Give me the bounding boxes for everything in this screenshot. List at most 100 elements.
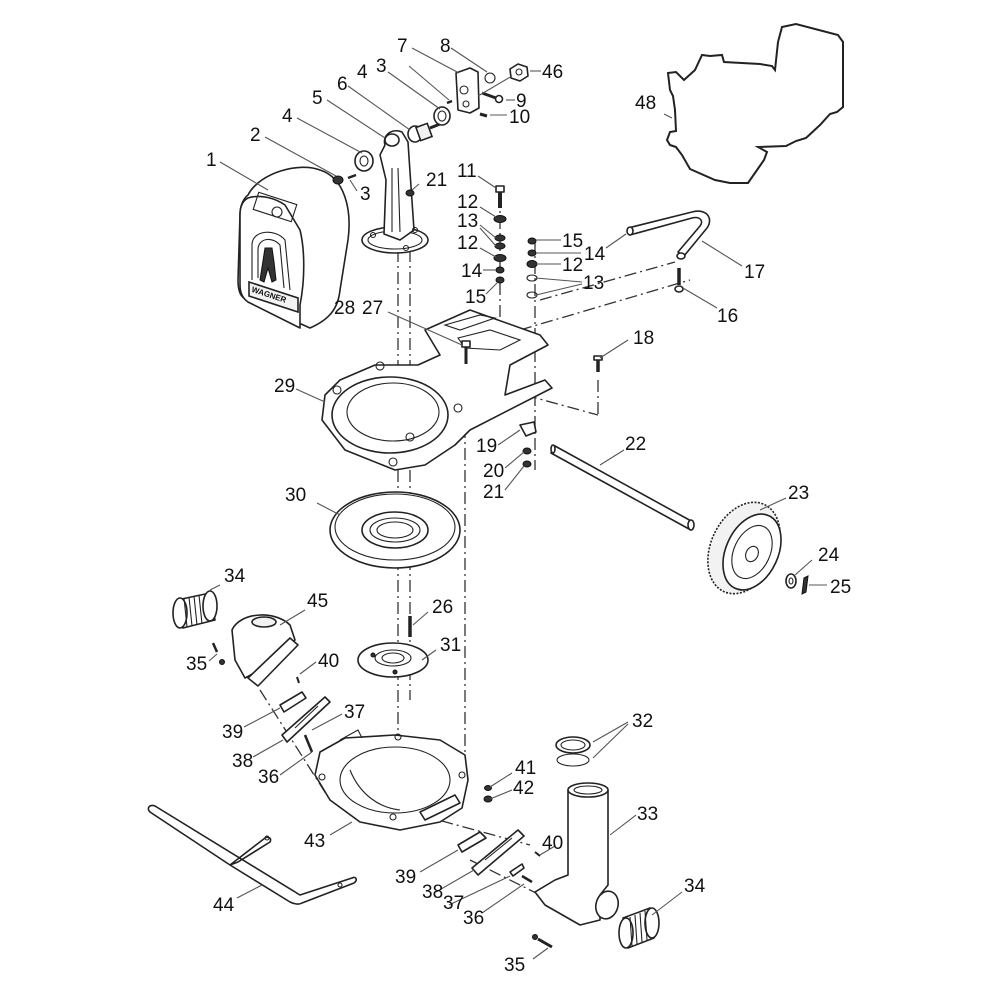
callout-12: 12 — [457, 192, 478, 213]
callout-3: 3 — [360, 184, 371, 205]
callout-43: 43 — [304, 831, 325, 852]
leader-lines — [208, 47, 827, 960]
gasket-39-left — [279, 691, 307, 713]
callout-3: 3 — [376, 56, 387, 77]
callout-25: 25 — [830, 577, 851, 598]
callout-13: 13 — [583, 273, 604, 294]
pump-housing — [314, 729, 493, 831]
callout-35: 35 — [186, 654, 207, 675]
valve-plate-38-right — [471, 829, 525, 876]
valve-plate-38-left — [281, 696, 331, 743]
callout-19: 19 — [476, 436, 497, 457]
callout-45: 45 — [307, 591, 328, 612]
callout-9: 9 — [516, 91, 527, 112]
plate-stud — [357, 616, 429, 678]
washer-stacks — [405, 185, 538, 299]
callout-35: 35 — [504, 955, 525, 976]
screw-36-left — [303, 734, 314, 753]
callout-34: 34 — [684, 876, 706, 897]
nut-42 — [483, 795, 493, 803]
screw-9 — [481, 91, 497, 100]
nut-21-top — [405, 189, 415, 197]
washer-41 — [484, 785, 492, 791]
connecting-rod — [361, 130, 429, 254]
callout-39: 39 — [222, 722, 243, 743]
callout-10: 10 — [509, 107, 530, 128]
callout-27: 27 — [362, 298, 383, 319]
screw-35-left — [211, 642, 219, 653]
callout-40: 40 — [542, 833, 563, 854]
callout-4: 4 — [282, 106, 293, 127]
callout-15: 15 — [465, 287, 486, 308]
callout-15: 15 — [562, 231, 583, 252]
callout-30: 30 — [285, 485, 306, 506]
washer-24 — [785, 573, 797, 589]
callout-14: 14 — [584, 244, 606, 265]
callout-21: 21 — [483, 482, 504, 503]
pin-40-left — [296, 676, 300, 684]
axle-wheel — [550, 444, 809, 595]
callout-4: 4 — [357, 62, 368, 83]
cotter-pin-25 — [801, 575, 809, 595]
callout-11: 11 — [457, 161, 477, 182]
callout-46: 46 — [542, 62, 563, 83]
callout-1: 1 — [206, 150, 217, 171]
callout-12: 12 — [457, 233, 478, 254]
callout-14: 14 — [461, 261, 483, 282]
callout-32: 32 — [632, 711, 653, 732]
callout-29: 29 — [274, 376, 295, 397]
gasket-39-right — [457, 831, 487, 853]
callout-33: 33 — [637, 804, 658, 825]
callout-13: 13 — [457, 211, 478, 232]
callout-20: 20 — [483, 461, 504, 482]
washer-4-right — [433, 106, 451, 126]
callout-8: 8 — [440, 36, 451, 57]
left-valve — [279, 691, 331, 753]
callout-31: 31 — [440, 635, 461, 656]
callout-38: 38 — [232, 751, 253, 772]
bolt-11-head — [495, 185, 505, 193]
screw-3-right — [446, 99, 453, 105]
callout-44: 44 — [213, 895, 235, 916]
callout-21: 21 — [426, 170, 447, 191]
callout-36: 36 — [258, 767, 279, 788]
stand — [147, 804, 357, 905]
pin-40-right — [534, 851, 541, 857]
callout-42: 42 — [513, 778, 534, 799]
seal-32 — [556, 753, 590, 767]
callout-12: 12 — [562, 255, 583, 276]
callout-28: 28 — [334, 298, 355, 319]
pin-37-right — [509, 863, 525, 877]
handle — [593, 210, 711, 372]
callout-5: 5 — [312, 88, 323, 109]
nut-46 — [509, 63, 529, 82]
callout-37: 37 — [443, 893, 464, 914]
bracket-19 — [519, 421, 537, 437]
nut-21-bottom — [522, 460, 532, 468]
callout-38: 38 — [422, 882, 443, 903]
callout-18: 18 — [633, 328, 654, 349]
intake-assembly — [532, 736, 660, 949]
intake-tube-33 — [534, 789, 609, 926]
ring-8 — [484, 72, 496, 84]
outlet-assembly — [172, 590, 300, 687]
callout-39: 39 — [395, 867, 416, 888]
screw-36-right — [521, 874, 533, 884]
washer-20 — [522, 447, 532, 455]
callout-7: 7 — [397, 36, 408, 57]
setscrew-10 — [479, 112, 488, 118]
diaphragm — [329, 491, 461, 569]
callout-40: 40 — [318, 651, 339, 672]
right-valve — [457, 829, 541, 884]
callout-36: 36 — [463, 908, 484, 929]
upper-hardware — [332, 63, 529, 185]
callout-48: 48 — [635, 93, 656, 114]
callout-16: 16 — [717, 306, 738, 327]
nut-2 — [332, 175, 344, 185]
callout-37: 37 — [344, 702, 365, 723]
callout-23: 23 — [788, 483, 809, 504]
callout-26: 26 — [432, 597, 453, 618]
frame — [321, 309, 553, 471]
